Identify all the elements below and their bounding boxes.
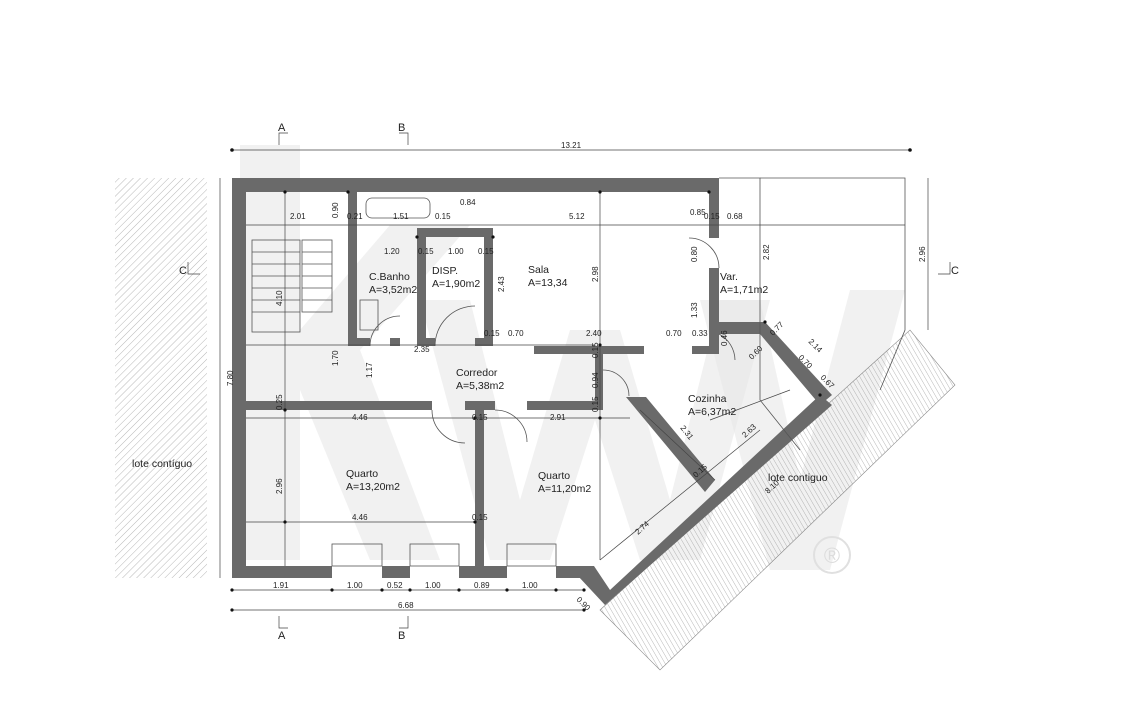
dim-var-v3: 2.82 xyxy=(762,244,771,260)
room-area-quarto-2: A=11,20m2 xyxy=(538,483,591,495)
dim-bath-3: 1.00 xyxy=(448,247,464,256)
dim-kitchen-d1: 0.77 xyxy=(768,320,786,338)
dim-wall-4: 2.91 xyxy=(550,413,566,422)
room-name-corredor: Corredor xyxy=(456,367,498,379)
dim-quarto-v: 2.96 xyxy=(275,478,284,494)
dim-corr-h: 2.35 xyxy=(414,345,430,354)
dim-top-8: 0.15 xyxy=(704,212,720,221)
walls xyxy=(232,178,832,605)
room-area-bath: A=3,52m2 xyxy=(369,284,417,296)
dim-top-9: 0.68 xyxy=(727,212,743,221)
dim-sala-v: 2.98 xyxy=(591,266,600,282)
lot-right-label: lote contiguo xyxy=(768,472,828,484)
dim-var-v1: 0.80 xyxy=(690,246,699,262)
dim-top-2: 0.21 xyxy=(347,212,363,221)
section-c-right: C xyxy=(951,265,959,277)
dim-kitchen-d2: 2.14 xyxy=(807,337,825,355)
room-area-var: A=1,71m2 xyxy=(720,284,768,296)
dim-mid-3: 2.40 xyxy=(586,329,602,338)
dim-stair-h: 0.90 xyxy=(331,202,340,218)
room-name-cozinha: Cozinha xyxy=(688,393,727,405)
dim-mid-2: 0.70 xyxy=(508,329,524,338)
dim-bath-4: 0.15 xyxy=(478,247,494,256)
dim-bath-2: 0.15 xyxy=(418,247,434,256)
room-name-var: Var. xyxy=(720,271,738,283)
dim-kitchen-v1: 0.46 xyxy=(720,330,729,346)
dim-quarto-1: 4.46 xyxy=(352,513,368,522)
dim-corr-v2: 1.17 xyxy=(365,362,374,378)
fixtures xyxy=(251,177,906,567)
dim-bath-1: 1.20 xyxy=(384,247,400,256)
dim-bottom-3: 0.52 xyxy=(387,581,403,590)
trademark-circle xyxy=(813,536,851,574)
dim-top-4: 0.15 xyxy=(435,212,451,221)
room-area-disp: A=1,90m2 xyxy=(432,278,480,290)
dim-disp-v: 2.43 xyxy=(497,276,506,292)
lot-left-label: lote contíguo xyxy=(132,458,192,470)
dimension-lines xyxy=(219,149,929,611)
room-name-disp: DISP. xyxy=(432,265,458,277)
dim-wall-5: 0.15 xyxy=(591,396,600,412)
dim-top-1: 2.01 xyxy=(290,212,306,221)
dim-wall-1: 0.25 xyxy=(275,394,284,410)
room-name-sala: Sala xyxy=(528,264,549,276)
section-c-left: C xyxy=(179,265,187,277)
dim-top-7: 0.85 xyxy=(690,208,706,217)
dim-stair-v: 4.10 xyxy=(275,290,284,306)
dim-bottom-5: 0.89 xyxy=(474,581,490,590)
dim-overall-top: 13.21 xyxy=(561,141,582,150)
dim-mid-5: 0.33 xyxy=(692,329,708,338)
section-b-bottom: B xyxy=(398,630,405,642)
dim-mid-1: 0.15 xyxy=(484,329,500,338)
room-labels: C.Banho A=3,52m2 DISP. A=1,90m2 Sala A=1… xyxy=(132,264,828,495)
section-markers: A B A B C C xyxy=(179,122,959,642)
section-a-bottom: A xyxy=(278,630,286,642)
dim-top-6: 5.12 xyxy=(569,212,585,221)
dim-corr-v1: 1.70 xyxy=(331,350,340,366)
dim-overall-right: 2.96 xyxy=(918,246,927,262)
lot-left-hatch xyxy=(115,178,207,578)
dim-bottom-1: 1.91 xyxy=(273,581,289,590)
section-b-top: B xyxy=(398,122,405,134)
dim-wall-2: 4.46 xyxy=(352,413,368,422)
dim-quarto-2: 0.15 xyxy=(472,513,488,522)
room-name-bath: C.Banho xyxy=(369,271,410,283)
dim-wall-3: 0.15 xyxy=(472,413,488,422)
dim-corr-v3: 0.94 xyxy=(591,372,600,388)
dim-top-3: 1.51 xyxy=(393,212,409,221)
room-name-quarto-2: Quarto xyxy=(538,470,570,482)
dim-sala-small: 0.15 xyxy=(591,342,600,358)
dimension-dots xyxy=(230,148,912,612)
dim-mid-4: 0.70 xyxy=(666,329,682,338)
kw-watermark: ® xyxy=(240,145,905,574)
dim-var-v2: 1.33 xyxy=(690,302,699,318)
room-area-quarto-1: A=13,20m2 xyxy=(346,481,400,493)
dim-top-5: 0.84 xyxy=(460,198,476,207)
dim-bottom-6: 1.00 xyxy=(522,581,538,590)
room-area-cozinha: A=6,37m2 xyxy=(688,406,736,418)
dim-overall-left: 7.80 xyxy=(226,370,235,386)
dim-bottom-2: 1.00 xyxy=(347,581,363,590)
dim-bottom-total: 6.68 xyxy=(398,601,414,610)
trademark-symbol: ® xyxy=(824,543,840,568)
room-name-quarto-1: Quarto xyxy=(346,468,378,480)
dim-bottom-4: 1.00 xyxy=(425,581,441,590)
section-a-top: A xyxy=(278,122,286,134)
room-area-sala: A=13,34 xyxy=(528,277,568,289)
room-area-corredor: A=5,38m2 xyxy=(456,380,504,392)
